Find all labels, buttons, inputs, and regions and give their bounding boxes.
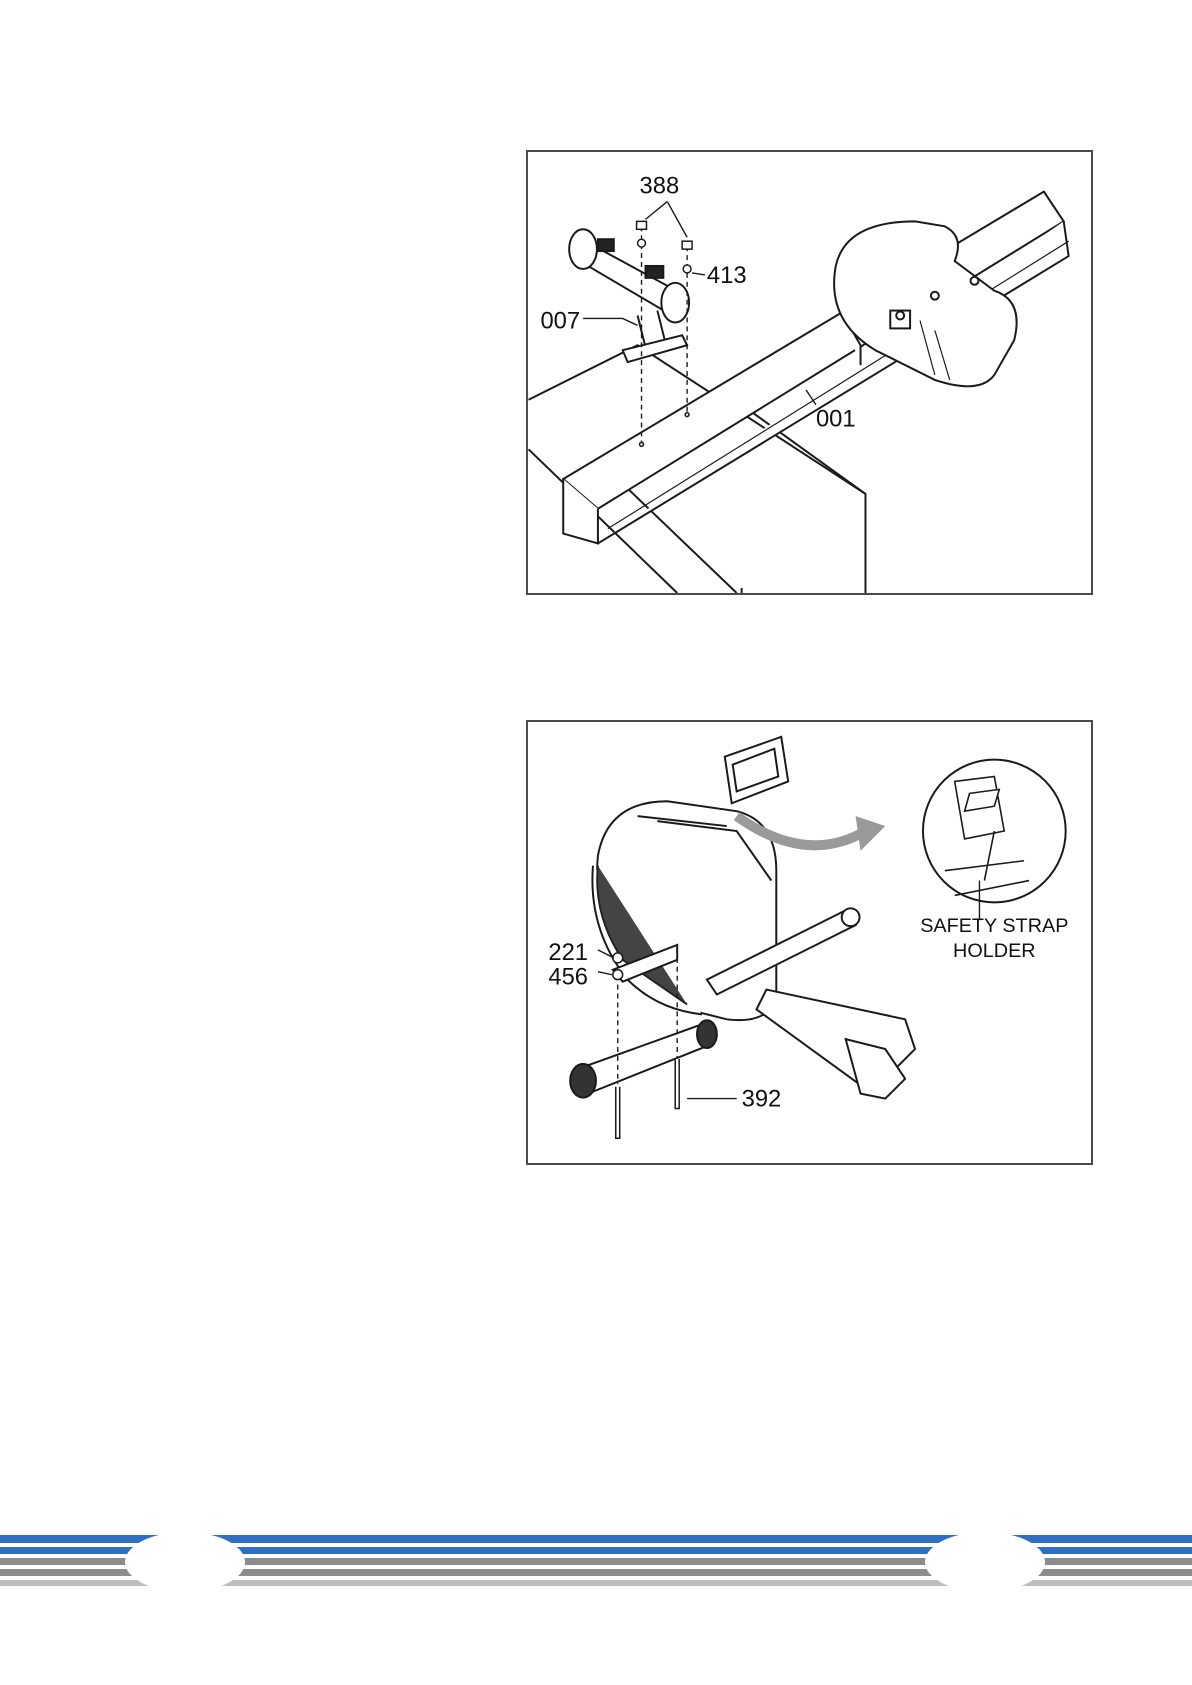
assembly-figure-2: SAFETY STRAP HOLDER 221 456 392 xyxy=(526,720,1093,1165)
figure-2-drawing: SAFETY STRAP HOLDER 221 456 392 xyxy=(528,722,1091,1163)
callout-413: 413 xyxy=(707,262,747,289)
slide-rail xyxy=(756,990,915,1099)
callout-456: 456 xyxy=(548,964,588,991)
holder-label: HOLDER xyxy=(953,940,1036,962)
arrow-head xyxy=(856,816,886,851)
fan-housing xyxy=(592,801,776,1020)
assembly-figure-1: 388 413 007 001 xyxy=(526,150,1093,595)
rear-stabilizer xyxy=(569,229,689,362)
footer-stripes xyxy=(0,1535,1192,1595)
callout-388: 388 xyxy=(640,173,680,200)
monitor xyxy=(725,737,788,803)
figure-1-drawing: 388 413 007 001 xyxy=(528,152,1091,593)
callout-007: 007 xyxy=(540,307,580,334)
callout-001: 001 xyxy=(816,406,856,433)
callout-392: 392 xyxy=(742,1086,782,1113)
footer-stripes-graphic xyxy=(0,1535,1192,1595)
callout-221: 221 xyxy=(548,939,588,966)
safety-strap-label: SAFETY STRAP xyxy=(920,915,1068,937)
